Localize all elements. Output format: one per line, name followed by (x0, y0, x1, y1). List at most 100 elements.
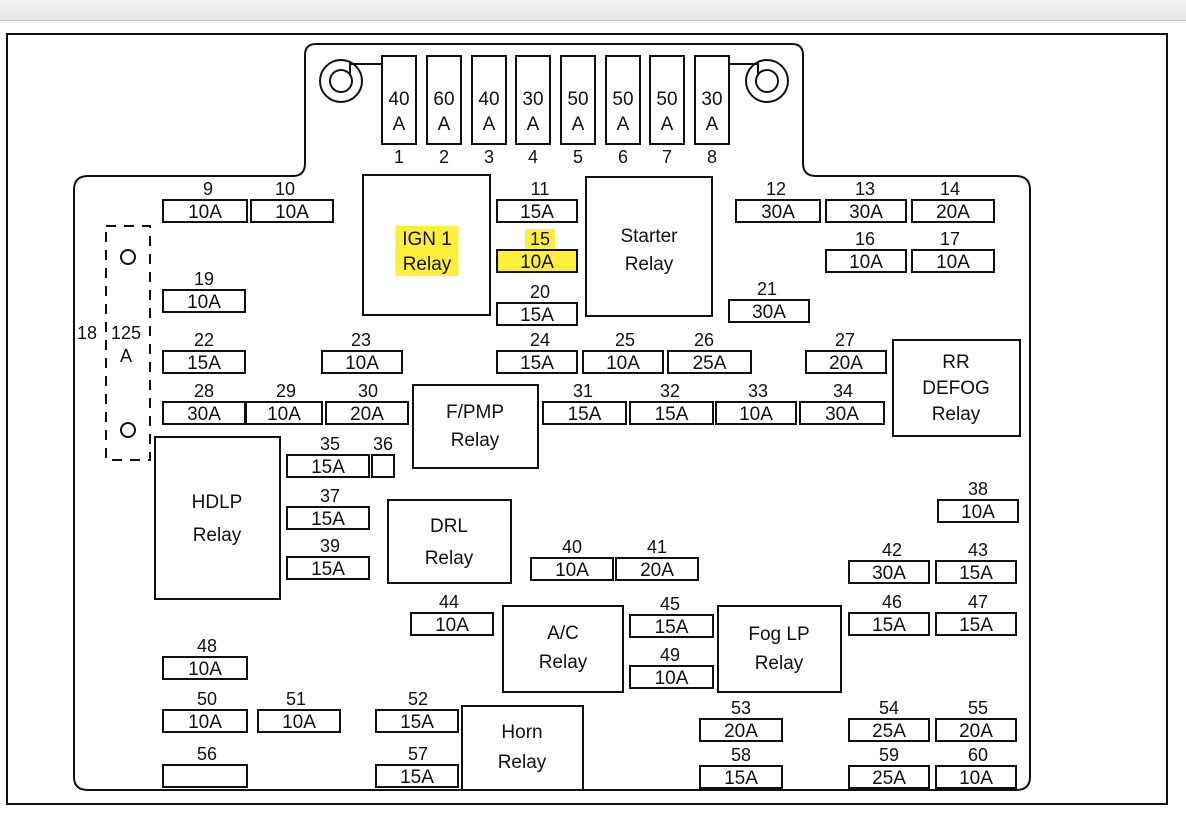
fuse-37-rating: 15A (311, 509, 345, 530)
maxi-fuse-3 (471, 55, 507, 145)
fuse-39-rating: 15A (311, 559, 345, 580)
fuse-29-number: 29 (276, 381, 296, 401)
ac-relay (502, 605, 624, 693)
fuse-60-number: 60 (968, 745, 988, 765)
fuse-17-number: 17 (940, 229, 960, 249)
fuse-40-rating: 10A (555, 560, 589, 581)
fuse-60-rating: 10A (959, 768, 993, 789)
fuse-30 (325, 401, 409, 425)
fuse-20 (496, 302, 578, 326)
fuse-57 (375, 764, 459, 788)
maxi-fuse-2 (426, 55, 462, 145)
fuse-9-rating: 10A (188, 202, 222, 223)
maxi-fuse-2-number: 2 (439, 147, 449, 167)
maxi-fuse-7 (649, 55, 685, 145)
fuse-13-rating: 30A (849, 202, 883, 223)
fuse-36-number: 36 (373, 434, 393, 454)
fuse-27 (805, 350, 887, 374)
fuse-30-number: 30 (358, 381, 378, 401)
fuse-40-number: 40 (562, 537, 582, 557)
fuse-12 (735, 199, 821, 223)
fuse-15-number-highlight (525, 229, 555, 249)
left-mount-eyelet (319, 59, 363, 103)
fuse-33 (715, 401, 797, 425)
horn-relay (461, 705, 584, 791)
maxi-fuse-4-number: 4 (528, 147, 538, 167)
fuse-9 (162, 199, 248, 223)
fuse-47 (935, 612, 1017, 636)
maxi-fuse-4-unit: A (527, 114, 540, 135)
fuse-54-number: 54 (879, 698, 899, 718)
fuse-57-number: 57 (408, 744, 428, 764)
fuse-11-number: 11 (531, 179, 550, 199)
hdlp-relay (154, 436, 281, 600)
maxi-fuse-8-unit: A (706, 114, 719, 135)
starter-relay-label: Relay (625, 254, 674, 275)
fpmp-relay-label: Relay (451, 430, 500, 451)
fpmp-relay (412, 384, 539, 469)
fuse-50-number: 50 (197, 689, 217, 709)
fuse-58-number: 58 (731, 745, 751, 765)
fuse-53-rating: 20A (724, 721, 758, 742)
fuse-46-rating: 15A (872, 615, 906, 636)
fuse-22-number: 22 (194, 330, 214, 350)
ac-relay-label: A/C (547, 623, 579, 644)
fuse-43 (935, 560, 1017, 584)
fuse-37 (286, 506, 370, 530)
fuse-44-rating: 10A (435, 615, 469, 636)
fuse-44-number: 44 (439, 592, 459, 612)
fuse-17 (911, 249, 995, 273)
diagram-frame (6, 33, 1168, 805)
maxi-fuse-5-unit: A (572, 114, 585, 135)
fuse-15-rating: 10A (520, 252, 554, 273)
fuse-35-number: 35 (320, 434, 340, 454)
right-mount-hole (755, 69, 779, 93)
fuse-12-number: 12 (766, 179, 786, 199)
maxi-fuse-5-rating: 50 (567, 89, 588, 110)
fuse-16 (825, 249, 907, 273)
rr-defog-relay-label: Relay (932, 404, 981, 425)
maxi-fuse-1-unit: A (393, 114, 406, 135)
fuse-53 (699, 718, 783, 742)
fuse-47-number: 47 (968, 592, 988, 612)
maxi-fuse-5 (560, 55, 596, 145)
fuse-14-rating: 20A (936, 202, 970, 223)
fuse-38-rating: 10A (961, 502, 995, 523)
maxi-fuse-8-rating: 30 (701, 89, 722, 110)
fog-lp-relay-label: Fog LP (748, 624, 809, 645)
fuse-32 (629, 401, 714, 425)
fuse-42-rating: 30A (872, 563, 906, 584)
maxi-fuse-7-number: 7 (662, 147, 672, 167)
fuse-41 (615, 557, 699, 581)
fuse-22-rating: 15A (187, 353, 221, 374)
drl-relay (387, 499, 512, 584)
fuse-59 (848, 765, 930, 789)
maxi-fuse-1 (381, 55, 417, 145)
fuse-13 (825, 199, 907, 223)
fuse-43-number: 43 (968, 540, 988, 560)
fuse-16-number: 16 (855, 229, 875, 249)
fuse-28-number: 28 (194, 381, 214, 401)
starter-relay (585, 176, 713, 317)
fuse-51-number: 51 (286, 689, 306, 709)
fuse-13-number: 13 (855, 179, 875, 199)
fuse-11 (496, 199, 578, 223)
maxi-fuse-6-number: 6 (618, 147, 628, 167)
maxi-fuse-7-unit: A (661, 114, 674, 135)
fuse-41-number: 41 (647, 537, 667, 557)
fuse-11-rating: 15A (520, 202, 554, 223)
fuse-50-rating: 10A (188, 712, 222, 733)
maxi-fuse-8 (694, 55, 730, 145)
fuse-58 (699, 765, 783, 789)
fuse-21 (728, 299, 810, 323)
fuse-49-number: 49 (660, 645, 680, 665)
horn-relay-label: Relay (498, 752, 547, 773)
fog-lp-relay-label: Relay (755, 653, 804, 674)
fuse-18-bottom-terminal (120, 422, 136, 438)
fuse-24-number: 24 (530, 330, 550, 350)
fuse-26-rating: 25A (693, 353, 727, 374)
fuse-29-rating: 10A (267, 404, 301, 425)
maxi-fuse-7-rating: 50 (656, 89, 677, 110)
fuse-23 (321, 350, 403, 374)
fuse-18-number: 18 (77, 323, 97, 343)
